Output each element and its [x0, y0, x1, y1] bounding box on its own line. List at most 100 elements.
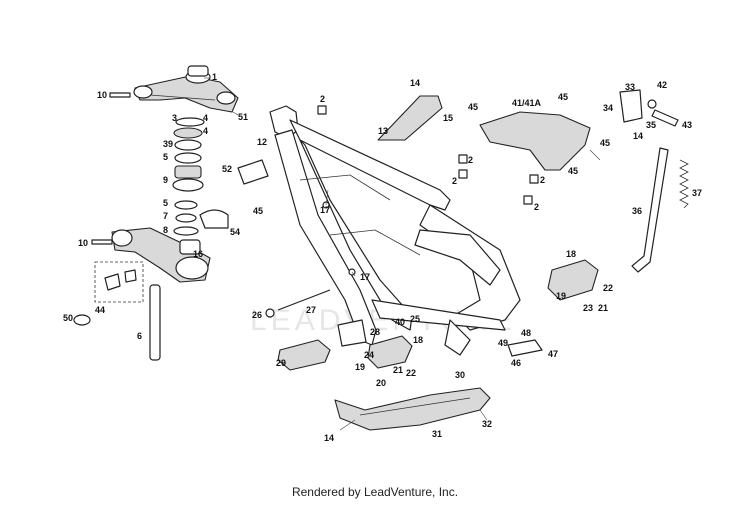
skid-plate — [334, 387, 491, 431]
callout-45: 45 — [558, 92, 568, 102]
callout-17: 17 — [320, 205, 330, 215]
number-plate-bracket — [237, 159, 269, 185]
callout-2: 2 — [540, 175, 545, 185]
clamp-bolt-upper — [109, 92, 131, 98]
callout-5: 5 — [163, 152, 168, 162]
upper-triple-clamp — [133, 65, 239, 113]
callout-22: 22 — [406, 368, 416, 378]
main-frame — [269, 105, 521, 356]
callout-4: 4 — [203, 113, 208, 123]
lower-triple-clamp — [111, 227, 211, 283]
callout-13: 13 — [378, 126, 388, 136]
callout-21: 21 — [598, 303, 608, 313]
callout-30: 30 — [455, 370, 465, 380]
callout-14: 14 — [324, 433, 334, 443]
callout-12: 12 — [257, 137, 267, 147]
leader-lines — [204, 77, 601, 431]
sidestand-lever — [651, 109, 679, 127]
clip-2a — [317, 105, 327, 115]
clamp-bolt-lower — [91, 239, 113, 245]
callout-25: 25 — [410, 314, 420, 324]
clip-2e — [523, 195, 533, 205]
clip-2d — [529, 174, 539, 184]
callout-45: 45 — [568, 166, 578, 176]
callout-14: 14 — [410, 78, 420, 88]
callout-40: 40 — [395, 317, 405, 327]
callout-48: 48 — [521, 328, 531, 338]
parts-diagram: LEADVENTURE — [63, 65, 702, 443]
callout-10: 10 — [97, 90, 107, 100]
callout-9: 9 — [163, 175, 168, 185]
callout-37: 37 — [692, 188, 702, 198]
callout-10: 10 — [78, 238, 88, 248]
callout-4: 4 — [203, 126, 208, 136]
callout-18: 18 — [566, 249, 576, 259]
callout-33: 33 — [625, 82, 635, 92]
callout-47: 47 — [548, 349, 558, 359]
callout-8: 8 — [163, 225, 168, 235]
callouts: 1 10 51 3 4 4 39 5 9 5 7 8 10 16 54 44 5… — [63, 72, 702, 443]
footpeg-right — [547, 259, 599, 301]
callout-31: 31 — [432, 429, 442, 439]
skid-guard-small — [277, 339, 331, 371]
callout-14: 14 — [633, 131, 643, 141]
tank-mount-bracket — [377, 95, 443, 141]
callout-34: 34 — [603, 103, 613, 113]
cable-guide-part — [104, 273, 121, 291]
callout-39: 39 — [163, 139, 173, 149]
callout-45: 45 — [253, 206, 263, 216]
sidestand-pivot — [647, 99, 657, 109]
callout-28: 28 — [370, 327, 380, 337]
callout-16: 16 — [193, 249, 203, 259]
callout-24: 24 — [364, 350, 374, 360]
footer-credit: Rendered by LeadVenture, Inc. — [291, 485, 459, 499]
callout-19: 19 — [355, 362, 365, 372]
headlight-bracket — [199, 209, 229, 229]
callout-2: 2 — [534, 202, 539, 212]
callout-46: 46 — [511, 358, 521, 368]
callout-2: 2 — [320, 94, 325, 104]
callout-51: 51 — [238, 112, 248, 122]
callout-17: 17 — [360, 272, 370, 282]
callout-21: 21 — [393, 365, 403, 375]
grommet — [73, 314, 91, 326]
callout-49: 49 — [498, 338, 508, 348]
callout-20: 20 — [376, 378, 386, 388]
callout-54: 54 — [230, 227, 240, 237]
callout-2: 2 — [468, 155, 473, 165]
swingarm-bolt-nut — [265, 308, 275, 318]
clip-2b — [458, 154, 468, 164]
swingarm-bolt — [277, 289, 331, 311]
callout-26: 26 — [252, 310, 262, 320]
callout-2: 2 — [452, 176, 457, 186]
sidestand — [631, 147, 669, 273]
callout-15: 15 — [443, 113, 453, 123]
callout-19: 19 — [556, 291, 566, 301]
callout-23: 23 — [583, 303, 593, 313]
callout-45: 45 — [600, 138, 610, 148]
footpeg-left — [367, 335, 413, 369]
brake-pedal-bracket — [507, 339, 543, 357]
cable-guide-kit-box — [94, 261, 144, 303]
callout-1: 1 — [212, 72, 217, 82]
callout-43: 43 — [682, 120, 692, 130]
sidestand-spring — [679, 159, 689, 209]
callout-22: 22 — [603, 283, 613, 293]
callout-32: 32 — [482, 419, 492, 429]
pivot-bracket — [337, 319, 367, 347]
callout-45: 45 — [468, 102, 478, 112]
callout-29: 29 — [276, 358, 286, 368]
callout-41-41a: 41/41A — [512, 98, 542, 108]
callout-50: 50 — [63, 313, 73, 323]
callout-3: 3 — [172, 113, 177, 123]
callout-7: 7 — [163, 211, 168, 221]
callout-5: 5 — [163, 198, 168, 208]
rear-fender — [479, 111, 591, 171]
clip-2c — [458, 169, 468, 179]
callout-36: 36 — [632, 206, 642, 216]
steering-bearing-stack — [172, 117, 205, 236]
sidestand-bracket — [619, 89, 643, 123]
callout-44: 44 — [95, 305, 105, 315]
steering-stem — [149, 284, 161, 361]
cable-guide-part-2 — [124, 269, 137, 283]
